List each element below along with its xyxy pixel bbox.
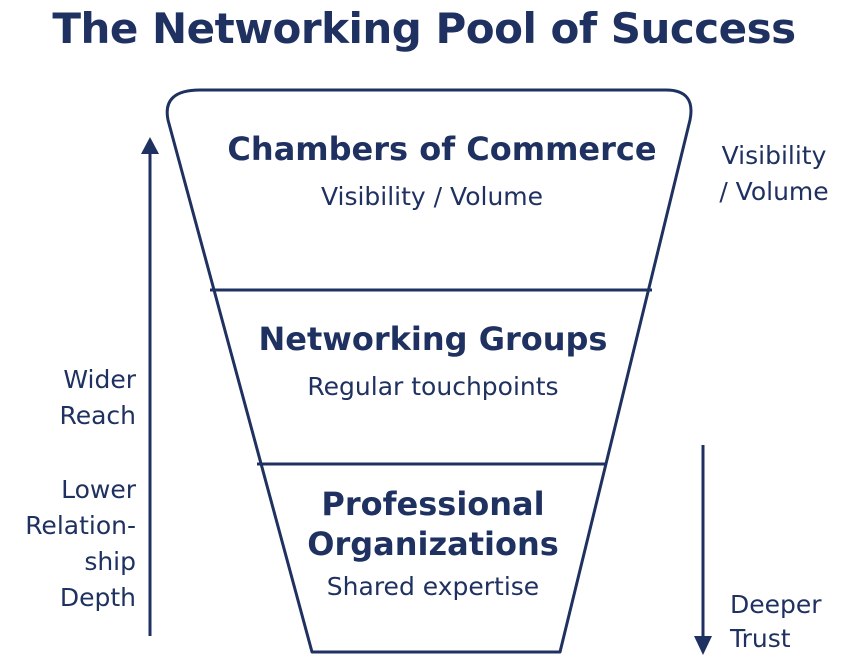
tier-chambers-subtitle: Visibility / Volume bbox=[320, 182, 544, 211]
visibility-volume-line1: Visibility bbox=[721, 141, 827, 170]
deeper-trust-line2: Trust bbox=[730, 624, 791, 653]
up-arrow-icon bbox=[141, 137, 159, 154]
depth-line2: Relation- bbox=[25, 511, 136, 540]
lower-relationship-depth-label: Lower Relation- ship Depth bbox=[0, 472, 136, 616]
wider-reach-line2: Reach bbox=[59, 401, 136, 430]
diagram-title: The Networking Pool of Success bbox=[52, 4, 796, 53]
tier-professional-title-line2: Organizations bbox=[307, 525, 559, 563]
tier-professional-title: Professional Organizations bbox=[290, 484, 576, 564]
wider-reach-line1: Wider bbox=[63, 365, 136, 394]
tier-professional-title-line1: Professional bbox=[321, 485, 545, 523]
deeper-trust-line1: Deeper bbox=[730, 590, 822, 619]
depth-line1: Lower bbox=[61, 475, 136, 504]
tier-networking-subtitle: Regular touchpoints bbox=[307, 372, 559, 401]
tier-professional-subtitle: Shared expertise bbox=[326, 572, 540, 601]
depth-line4: Depth bbox=[59, 583, 136, 612]
visibility-volume-line2: / Volume bbox=[719, 177, 829, 206]
tier-chambers-title: Chambers of Commerce bbox=[227, 130, 657, 168]
tier-networking-title: Networking Groups bbox=[258, 320, 608, 358]
depth-line3: ship bbox=[84, 547, 136, 576]
visibility-volume-label: Visibility / Volume bbox=[706, 138, 842, 210]
deeper-trust-label: Deeper Trust bbox=[730, 588, 840, 656]
wider-reach-label: Wider Reach bbox=[8, 362, 136, 434]
funnel-outline bbox=[165, 88, 693, 654]
down-arrow-icon bbox=[694, 636, 712, 655]
